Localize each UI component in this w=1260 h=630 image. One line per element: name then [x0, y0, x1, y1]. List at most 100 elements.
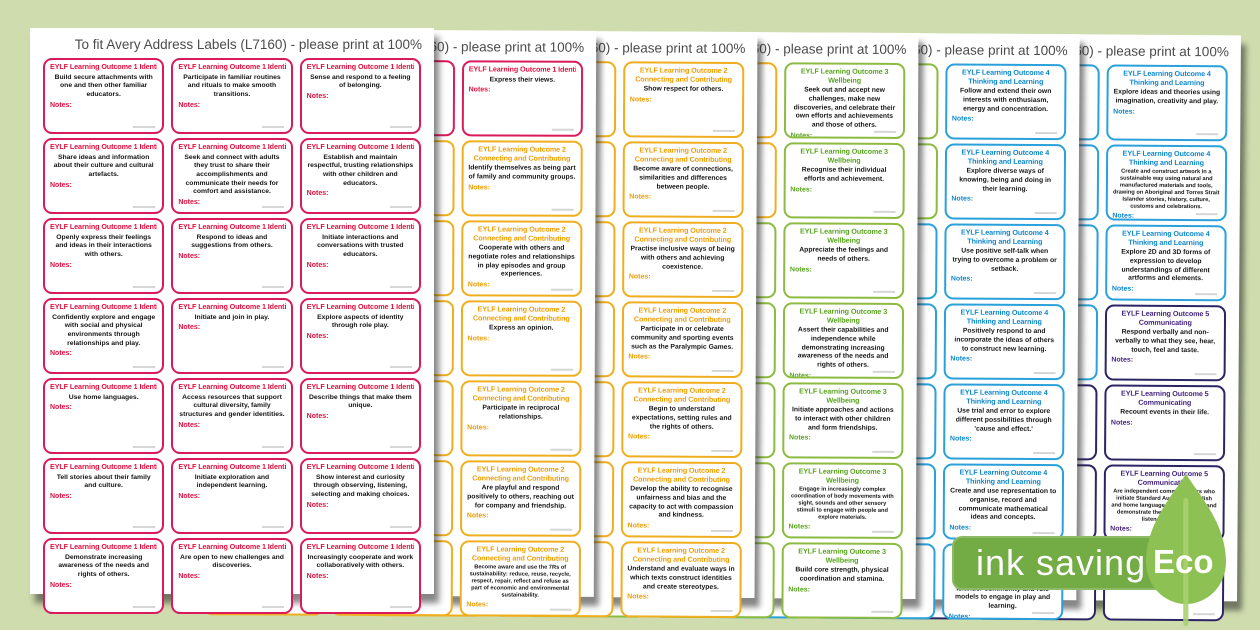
card-title: EYLF Learning Outcome 1 Identity — [306, 463, 414, 471]
card-description: Openly express their feelings and ideas … — [55, 233, 152, 259]
card-notes-label: Notes: — [178, 199, 201, 207]
card-watermark — [872, 450, 895, 453]
card-watermark — [711, 449, 734, 452]
card-description: Describe things that make them unique. — [308, 393, 412, 410]
card-notes-label: Notes: — [948, 613, 971, 621]
card-description: Initiate interactions and conversations … — [317, 233, 404, 259]
card-title: EYLF Learning Outcome 1 Identity — [306, 143, 414, 151]
card-watermark — [133, 606, 156, 608]
card-notes-label: Notes: — [629, 193, 652, 201]
card-description: Cooperate with others and negotiate role… — [468, 244, 575, 278]
card-notes-label: Notes: — [306, 413, 329, 421]
card-notes-label: Notes: — [629, 96, 652, 104]
card-notes-label: Notes: — [950, 275, 973, 283]
card-watermark — [1032, 611, 1055, 615]
card-description: Explore 2D and 3D forms of expression to… — [1121, 248, 1211, 283]
card-watermark — [549, 608, 572, 611]
card-title: EYLF Learning Outcome 1 Identity — [178, 463, 286, 471]
card-watermark — [710, 609, 733, 612]
card-notes-label: Notes: — [467, 281, 490, 289]
card-description: Become aware of connections, similaritie… — [633, 165, 733, 191]
card-description: Show respect for others. — [643, 85, 724, 94]
card-description: Tell stories about their family and cult… — [56, 473, 151, 490]
card-description: Recognise their individual efforts and a… — [801, 166, 887, 183]
card-notes-label: Notes: — [306, 190, 329, 198]
card-watermark — [550, 368, 573, 371]
card-watermark — [550, 448, 573, 451]
card-title: EYLF Learning Outcome 1 Identity — [50, 303, 158, 311]
card-notes-label: Notes: — [178, 324, 201, 332]
card-notes-label: Notes: — [788, 586, 811, 594]
card-description: Access resources that support cultural d… — [179, 393, 285, 419]
card-description: Use trial and error to explore different… — [955, 407, 1052, 433]
card-watermark — [551, 288, 574, 291]
card-notes-label: Notes: — [790, 132, 813, 139]
card-watermark — [1195, 293, 1218, 296]
card-description: Initiate and join in play. — [194, 313, 270, 321]
card-description: Explore ideas and theories using imagina… — [1113, 88, 1221, 106]
card-watermark — [390, 206, 412, 208]
card-watermark — [261, 206, 284, 208]
card-notes-label: Notes: — [178, 253, 201, 261]
card-notes-label: Notes: — [627, 593, 649, 601]
card-watermark — [133, 526, 156, 528]
card-watermark — [551, 208, 574, 211]
card-description: Positively respond to and incorporate th… — [954, 327, 1055, 353]
card-notes-label: Notes: — [951, 115, 974, 123]
card-description: Show interest and curiosity through obse… — [311, 473, 410, 499]
card-description: Build core strength, physical coordinati… — [795, 566, 889, 583]
card-notes-label: Notes: — [951, 195, 974, 203]
card-title: EYLF Learning Outcome 1 Identity — [178, 63, 286, 71]
card-watermark — [133, 446, 156, 448]
card-notes-label: Notes: — [178, 101, 201, 109]
card-title: EYLF Learning Outcome 1 Identity — [468, 65, 577, 74]
card-title: EYLF Learning Outcome 1 Identity — [306, 63, 414, 71]
card-notes-label: Notes: — [50, 261, 72, 269]
card-description: Assert their capabilities and independen… — [797, 326, 889, 369]
card-watermark — [133, 286, 156, 288]
card-description: Establish and maintain respectful, trust… — [307, 153, 414, 187]
card-watermark — [261, 446, 284, 448]
card-description: Demonstrate increasing awareness of the … — [58, 553, 149, 579]
card-notes-label: Notes: — [1110, 419, 1133, 427]
card-notes-label: Notes: — [466, 601, 489, 609]
card-title: EYLF Learning Outcome 1 Identity — [306, 383, 414, 391]
card-notes-label: Notes: — [788, 434, 811, 442]
card-title: EYLF Learning Outcome 1 Identity — [50, 143, 158, 151]
page-header: To fit Avery Address Labels (L7160) - pl… — [74, 37, 422, 52]
